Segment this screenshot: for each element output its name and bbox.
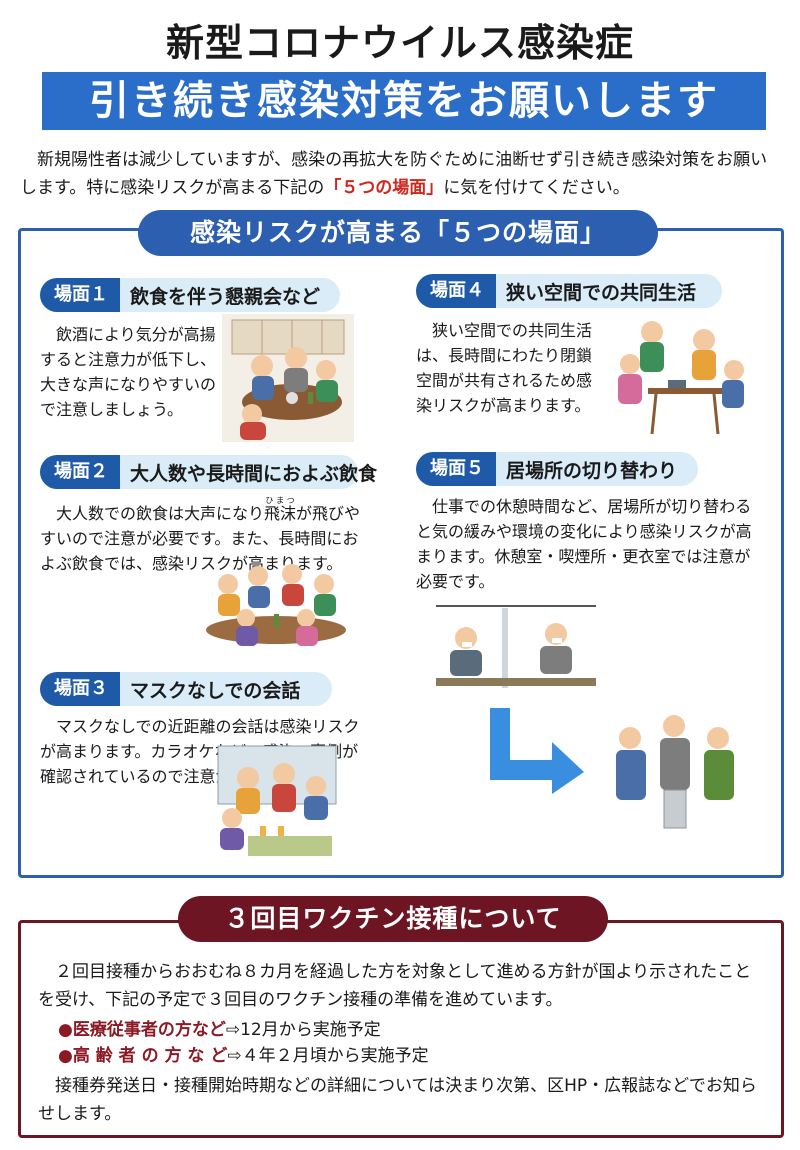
scene-5-header: 場面５ 居場所の切り替わり xyxy=(416,452,698,486)
scene-3-badge: 場面３ xyxy=(40,672,120,706)
shared-living-illustration xyxy=(618,321,744,435)
five-scenes-title: 感染リスクが高まる「５つの場面」 xyxy=(138,210,658,256)
bullet-target: 医療従事者の方など xyxy=(72,1020,226,1040)
scene-3-label: マスクなしでの会話 xyxy=(130,679,301,702)
bullet-target: 高 齢 者 の 方 な ど xyxy=(72,1046,228,1066)
intro-paragraph: 新規陽性者は減少していますが、感染の再拡大を防ぐために油断せず引き続き感染対策を… xyxy=(20,146,782,202)
intro-highlight: 「５つの場面」 xyxy=(324,178,444,198)
karaoke-illustration xyxy=(217,745,337,856)
vaccine-bullet-elderly: ●高 齢 者 の 方 な ど⇨４年２月頃から実施予定 xyxy=(58,1042,429,1070)
group-dinner-illustration xyxy=(206,564,346,646)
page-title: 新型コロナウイルス感染症 xyxy=(165,21,634,65)
scene-1-text: 飲酒により気分が高揚すると注意力が低下し、大きな声になりやすいので注意しましょう… xyxy=(40,325,217,419)
smoking-room-illustration xyxy=(616,715,734,829)
scene-5-badge: 場面５ xyxy=(416,452,496,486)
scene-2-text: 大人数での飲食は大声になり飛沫ひまつが飛びやすいので注意が必要です。また、長時間… xyxy=(40,496,361,573)
drinking-party-illustration xyxy=(222,314,354,442)
office-work-illustration xyxy=(436,605,596,688)
headline-banner: 引き続き感染対策をお願いします xyxy=(42,72,766,130)
scene-4-header: 場面４ 狭い空間での共同生活 xyxy=(416,274,722,308)
vaccine-paragraph-1: ２回目接種からおおむね８カ月を経過した方を対象として進める方針が国より示されたこ… xyxy=(38,962,752,1010)
scene-1-header: 場面１ 飲食を伴う懇親会など xyxy=(40,278,340,312)
vaccine-title: ３回目ワクチン接種について xyxy=(178,896,608,942)
bullet-dot-icon: ● xyxy=(58,1020,73,1040)
vaccine-paragraph-2: 接種券発送日・接種開始時期などの詳細については決まり次第、区HP・広報誌などでお… xyxy=(38,1076,757,1124)
scene-1-label: 飲食を伴う懇親会など xyxy=(130,285,321,308)
scene-4-text: 狭い空間での共同生活は、長時間にわたり閉鎖空間が共有されるため感染リスクが高まり… xyxy=(416,321,593,415)
bullet-dot-icon: ● xyxy=(58,1046,73,1066)
scene-5-text: 仕事での休憩時間など、居場所が切り替わると気の緩みや環境の変化により感染リスクが… xyxy=(416,497,752,591)
bullet-schedule: ⇨４年２月頃から実施予定 xyxy=(227,1046,429,1066)
scene-5-label: 居場所の切り替わり xyxy=(506,459,678,482)
scene-3-header: 場面３ マスクなしでの会話 xyxy=(40,672,332,706)
scene-1-badge: 場面１ xyxy=(40,278,120,312)
intro-text: 新規陽性者は減少していますが、感染の再拡大を防ぐために油断せず引き続き感染対策を… xyxy=(20,150,768,198)
vaccine-bullet-healthcare: ●医療従事者の方など⇨12月から実施予定 xyxy=(58,1016,381,1044)
scene-4-badge: 場面４ xyxy=(416,274,496,308)
bullet-schedule: ⇨12月から実施予定 xyxy=(225,1020,381,1040)
scene-2-badge: 場面２ xyxy=(40,455,120,489)
arrow-icon xyxy=(490,708,584,794)
scene-4-label: 狭い空間での共同生活 xyxy=(506,281,697,304)
scene-2-header: 場面２ 大人数や長時間におよぶ飲食 xyxy=(40,455,377,489)
scene-2-label: 大人数や長時間におよぶ飲食 xyxy=(130,462,378,485)
intro-text-end: に気を付けてください。 xyxy=(443,178,630,198)
furigana: 飛沫ひまつ xyxy=(264,496,297,523)
